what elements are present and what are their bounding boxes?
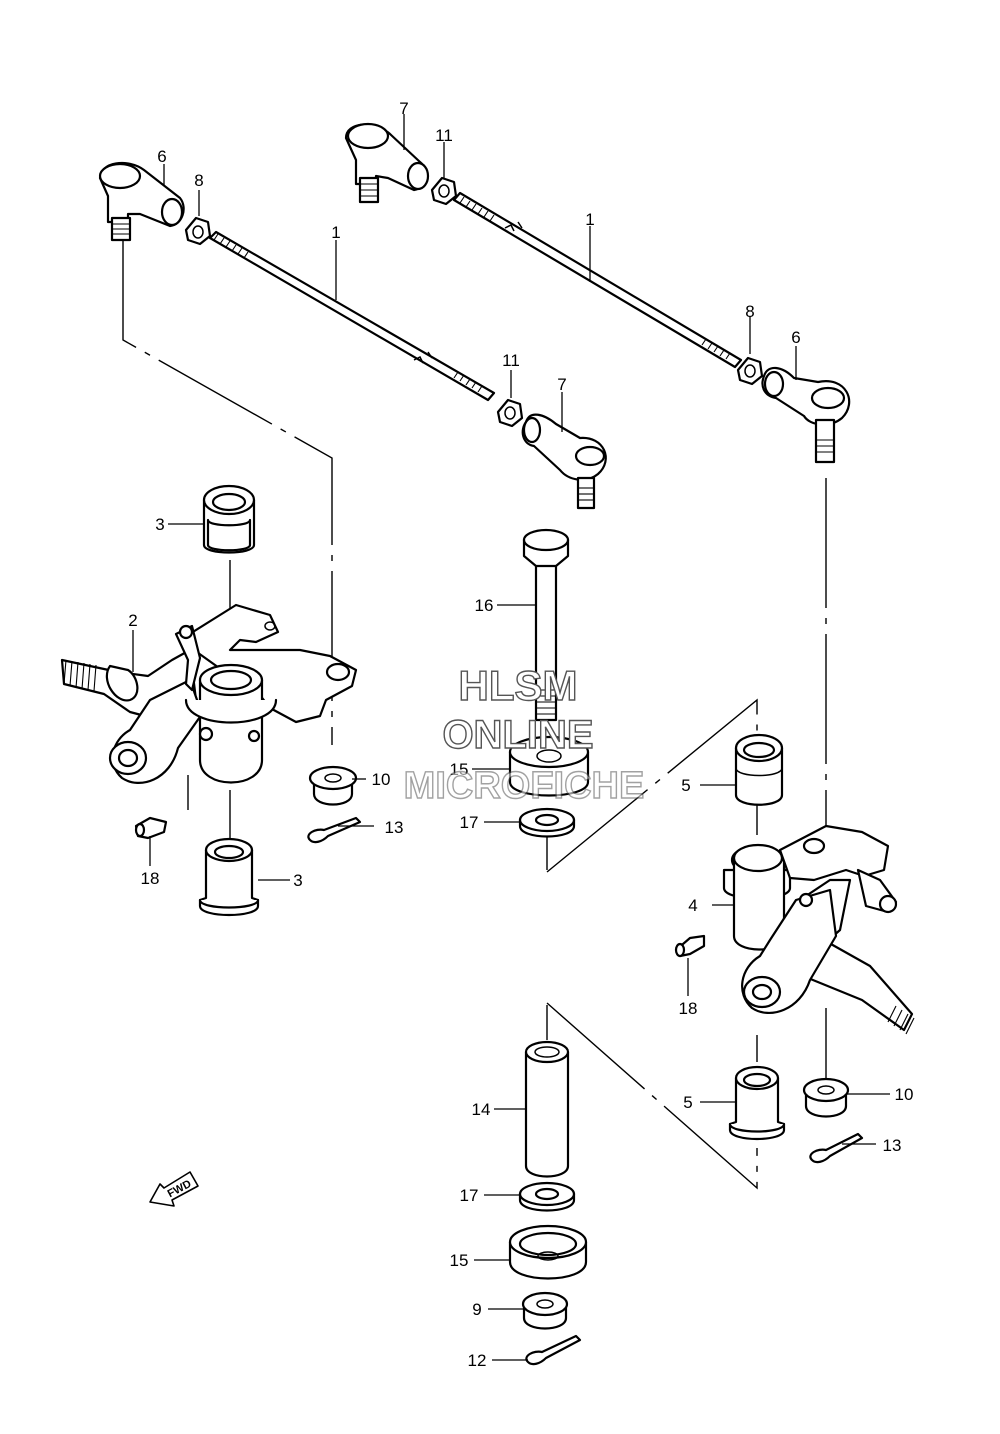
washer-center-bottom	[518, 1181, 576, 1212]
callout-washer-center-top: 17	[460, 813, 479, 832]
nut-left-top	[184, 216, 212, 246]
callout-tie-rod-end-left-top: 6	[157, 147, 166, 166]
callout-jam-nut-mid-top: 11	[435, 126, 453, 145]
callout-bushing-center-top: 15	[450, 760, 469, 779]
watermark: HLSM ONLINE MICROFICHE	[403, 661, 645, 807]
callout-knuckle-right: 4	[688, 896, 697, 915]
jam-nut-mid-top	[430, 176, 458, 206]
grease-nipple-left	[134, 816, 168, 840]
watermark-line2: ONLINE	[442, 713, 593, 757]
fwd-label: FWD	[166, 1178, 194, 1200]
callout-bush-left-bottom: 3	[293, 871, 302, 890]
nut-right-mid	[802, 1077, 850, 1118]
tie-rod-end-left-top	[98, 162, 185, 242]
callout-bush-right-bottom: 5	[683, 1093, 692, 1112]
bush-left-top	[202, 484, 256, 554]
callout-nut-right-mid: 10	[895, 1085, 914, 1104]
callout-collar: 14	[472, 1100, 491, 1119]
nut-right-low	[736, 356, 764, 386]
nut-bottom	[521, 1291, 569, 1330]
watermark-line1: HLSM	[459, 662, 578, 709]
callouts: 6 8 1 11 7 7 11 1 8 6 3 2 16 10 15 13 17…	[128, 99, 913, 1370]
callout-cotter-pin-bottom: 12	[468, 1351, 487, 1370]
callout-bush-left-top: 3	[155, 515, 164, 534]
tie-rod-end-mid-low	[521, 413, 607, 510]
callout-tie-rod-left: 1	[331, 223, 340, 242]
callout-grease-nipple-left: 18	[141, 869, 160, 888]
tie-rod-end-mid-top	[344, 122, 430, 204]
callout-nut-left-mid: 10	[372, 770, 391, 789]
cotter-pin-left	[307, 816, 362, 844]
tie-rod-end-right-low	[761, 366, 851, 464]
tie-rod-left	[208, 230, 496, 402]
callout-tie-rod-end-mid-top: 7	[399, 99, 408, 118]
callout-tie-rod-end-mid-low: 7	[557, 375, 566, 394]
leader-lines	[132, 114, 890, 1361]
callout-grease-nipple-right: 18	[679, 999, 698, 1018]
callout-bolt: 16	[475, 596, 494, 615]
cotter-pin-bottom	[525, 1334, 582, 1366]
callout-jam-nut-mid-low: 11	[502, 351, 520, 370]
washer-center-top	[518, 807, 576, 838]
callout-tie-rod-right: 1	[585, 210, 594, 229]
callout-cotter-pin-left: 13	[385, 818, 404, 837]
bolt	[522, 528, 570, 722]
callout-nut-bottom: 9	[472, 1300, 481, 1319]
steering-knuckle-right	[722, 824, 915, 1035]
grease-nipple-right	[674, 934, 706, 958]
callout-nut-left-top: 8	[194, 171, 203, 190]
callout-nut-right-low: 8	[745, 302, 754, 321]
callout-bush-right-top: 5	[681, 776, 690, 795]
bush-right-top	[734, 733, 784, 806]
callout-bushing-center-bottom: 15	[450, 1251, 469, 1270]
bushing-center-top	[508, 735, 590, 797]
assembly-lines	[122, 225, 827, 1190]
callout-washer-center-bottom: 17	[460, 1186, 479, 1205]
bush-right-bottom	[728, 1065, 786, 1140]
callout-knuckle-left: 2	[128, 611, 137, 630]
cotter-pin-right	[809, 1132, 864, 1164]
watermark-line3: MICROFICHE	[404, 765, 645, 807]
nut-left-mid	[308, 765, 358, 806]
callout-cotter-pin-right: 13	[883, 1136, 902, 1155]
steering-knuckle-left	[60, 603, 358, 784]
fwd-arrow-icon: FWD	[149, 1171, 199, 1207]
jam-nut-mid-low	[496, 398, 524, 428]
bushing-center-bottom	[508, 1224, 588, 1280]
tie-rod-right	[452, 191, 743, 369]
bush-left-bottom	[198, 837, 260, 917]
collar	[524, 1040, 570, 1178]
callout-tie-rod-end-right-low: 6	[791, 328, 800, 347]
